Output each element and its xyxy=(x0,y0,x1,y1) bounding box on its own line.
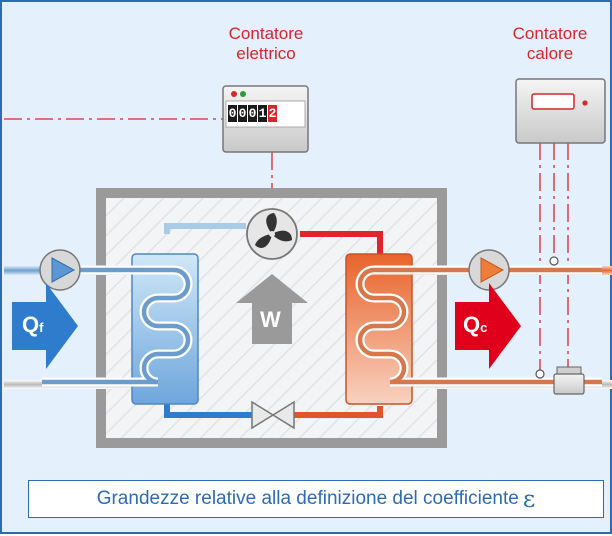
meter-digit: 1 xyxy=(258,105,267,122)
hot-heat-subscript: c xyxy=(480,320,488,335)
hot-heat-symbol: Q xyxy=(463,312,481,337)
meter-digit: 0 xyxy=(228,105,237,122)
electric-meter-display: 0 0 0 1 2 xyxy=(228,105,277,122)
cold-circulator-pump xyxy=(39,249,81,291)
compressor-icon xyxy=(246,208,298,260)
flow-meter-icon xyxy=(553,366,585,395)
expansion-valve-icon xyxy=(251,400,295,430)
caption-box: Grandezze relative alla definizione del … xyxy=(28,480,604,518)
heat-meter xyxy=(515,78,606,144)
temperature-sensor-supply xyxy=(549,256,559,266)
temperature-sensor-return xyxy=(535,369,545,379)
electric-meter-label: Contatore elettrico xyxy=(214,24,318,64)
work-label: W xyxy=(260,307,281,332)
heat-meter-label-text: Contatore calore xyxy=(512,24,588,63)
meter-digit: 0 xyxy=(238,105,247,122)
caption-text: Grandezze relative alla definizione del … xyxy=(96,488,519,509)
cold-heat-label: Qf xyxy=(22,312,43,338)
meter-digit: 0 xyxy=(248,105,257,122)
meter-digit: 2 xyxy=(268,105,277,122)
cold-heat-symbol: Q xyxy=(22,312,40,337)
electric-meter-label-text: Contatore elettrico xyxy=(228,24,304,63)
hot-heat-label: Qc xyxy=(463,312,487,338)
epsilon-symbol: ε xyxy=(522,485,536,513)
heat-meter-label: Contatore calore xyxy=(498,24,602,64)
cold-heat-subscript: f xyxy=(39,320,44,335)
cold-heat-arrow xyxy=(12,283,78,369)
hot-circulator-pump xyxy=(468,249,510,291)
hot-heat-arrow xyxy=(455,283,521,369)
work-arrow xyxy=(236,274,308,344)
